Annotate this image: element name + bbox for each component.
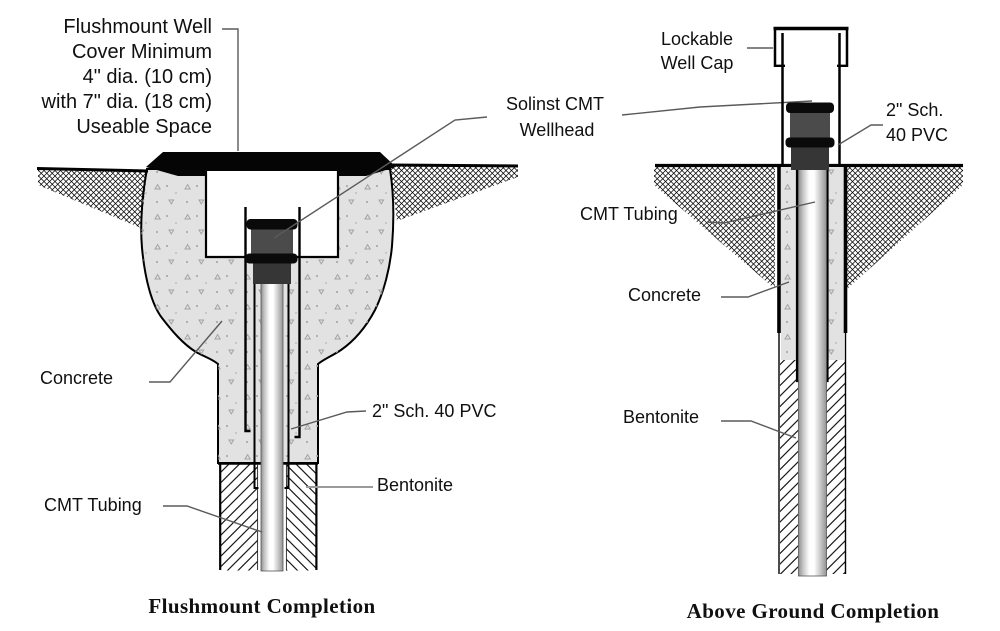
- protective-casing: [781, 33, 841, 165]
- caption-above-ground: Above Ground Completion: [687, 599, 940, 623]
- flushmount-cover-label: Flushmount Well Cover Minimum 4" dia. (1…: [41, 16, 213, 138]
- leader-flushmount-cover: [222, 28, 239, 151]
- concrete-annulus: [781, 167, 844, 360]
- cmt-wellhead-right-diagram: [785, 102, 835, 170]
- leader-wellhead-left: [273, 116, 488, 239]
- cover-label-line-1: Flushmount Well: [63, 16, 212, 38]
- wellhead-label-line-2: Wellhead: [520, 120, 595, 140]
- borehole-walls: [777, 167, 848, 574]
- cap-label-line-2: Well Cap: [661, 53, 734, 73]
- cover-label-line-5: Useable Space: [76, 116, 212, 138]
- leader-tubing-left: [163, 505, 263, 533]
- cmt-tubing-right-diagram: [798, 154, 827, 577]
- bentonite-zone-left-diagram: [218, 462, 318, 571]
- pvc-label-left: 2" Sch. 40 PVC: [372, 401, 496, 421]
- lockable-cap-label: Lockable Well Cap: [661, 29, 734, 73]
- bentonite-label-right: Bentonite: [623, 407, 699, 427]
- cover-label-line-4: with 7" dia. (18 cm): [41, 91, 213, 113]
- leader-wellhead-right: [621, 100, 813, 116]
- leader-tubing-right: [706, 201, 816, 224]
- soil-hatch-right: [847, 167, 963, 289]
- wellhead-label-line-1: Solinst CMT: [506, 94, 604, 114]
- pvc-label-line-1: 2" Sch.: [886, 100, 943, 120]
- leader-bentonite-right: [721, 420, 797, 439]
- tubing-label-right: CMT Tubing: [580, 204, 678, 224]
- soil-hatch-left: [654, 167, 775, 289]
- pvc-label-line-2: 40 PVC: [886, 125, 948, 145]
- ground-line-left: [36, 167, 149, 173]
- ground-line-right: [388, 163, 519, 168]
- concrete-label-right: Concrete: [628, 285, 701, 305]
- pvc-casing-left-diagram: [244, 207, 301, 489]
- lockable-well-cap: [773, 26, 849, 67]
- leader-pvc-left: [290, 410, 367, 430]
- cover-label-line-2: Cover Minimum: [72, 41, 212, 63]
- above-ground-diagram: Lockable Well Cap 2" Sch. 40 PVC CMT Tub…: [580, 26, 963, 623]
- leader-pvc-right: [837, 124, 883, 146]
- cover-label-line-3: 4" dia. (10 cm): [83, 66, 212, 88]
- tubing-label-left: CMT Tubing: [44, 495, 142, 515]
- bentonite-annulus: [780, 360, 845, 574]
- cmt-wellhead-left-diagram: [245, 219, 298, 284]
- bentonite-label-left: Bentonite: [377, 475, 453, 495]
- cap-label-line-1: Lockable: [661, 29, 733, 49]
- flushmount-diagram: Flushmount Well Cover Minimum 4" dia. (1…: [36, 16, 813, 618]
- solinst-wellhead-label: Solinst CMT Wellhead: [506, 94, 604, 140]
- concrete-label-left: Concrete: [40, 368, 113, 388]
- flushmount-cover: [146, 152, 396, 176]
- leader-concrete-right: [721, 281, 790, 298]
- cmt-tubing-left-diagram: [260, 279, 284, 572]
- soil-hatch-right: [390, 166, 518, 221]
- caption-flushmount: Flushmount Completion: [148, 594, 375, 618]
- leader-concrete-left: [149, 320, 223, 383]
- soil-hatch-left: [38, 170, 147, 228]
- pvc-label-right: 2" Sch. 40 PVC: [886, 100, 948, 145]
